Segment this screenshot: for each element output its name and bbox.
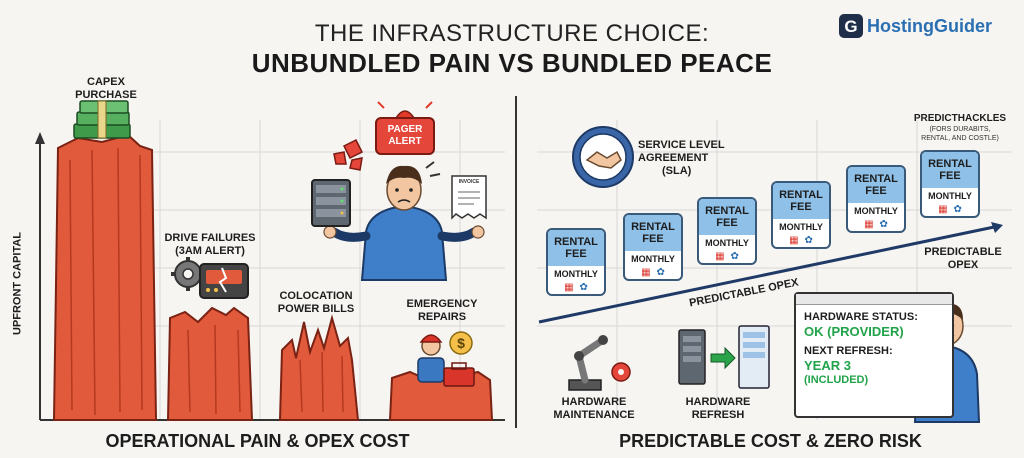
siren-icon (377, 101, 433, 119)
logo-mark-icon: G (839, 14, 863, 38)
status-monitor: HARDWARE STATUS: OK (PROVIDER) NEXT REFR… (794, 292, 954, 418)
broken-drive-icon (199, 263, 249, 299)
title-line-2: UNBUNDLED PAIN VS BUNDLED PEACE (251, 48, 773, 78)
y-axis-arrowhead (35, 132, 45, 144)
drive-failures-label: DRIVE FAILURES(3AM ALERT) (164, 232, 256, 257)
calendar-icon: ▦ (564, 282, 574, 293)
invoice-label: INVOICE (458, 179, 480, 185)
repair-worker-icon (417, 334, 445, 383)
power-bills-spikes (278, 314, 360, 421)
left-footer: OPERATIONAL PAIN & OPEX COST (105, 431, 410, 451)
old-server-icon (678, 329, 706, 385)
hardware-status-value: OK (PROVIDER) (804, 324, 904, 339)
broken-pager-icon (333, 138, 364, 171)
toolbox-icon (443, 362, 475, 387)
next-refresh-included: (INCLUDED) (804, 374, 869, 386)
next-refresh-label: NEXT REFRESH: (804, 345, 893, 357)
invoice-icon (451, 175, 487, 220)
svg-text:G: G (844, 17, 857, 36)
money-stack-icon (73, 100, 131, 139)
title-line-1: THE INFRASTRUCTURE CHOICE: (314, 20, 710, 47)
gear-icon: ✿ (953, 204, 962, 215)
svg-text:$: $ (457, 335, 465, 351)
gear-icon (171, 257, 205, 291)
gear-icon: ✿ (579, 282, 588, 293)
panel-divider (515, 96, 517, 428)
pager-alert-box (375, 117, 435, 155)
predictable-opex-arrow (538, 222, 1003, 324)
calendar-icon: ▦ (938, 204, 948, 215)
server-rack-icon (311, 179, 351, 227)
gear-icon: ✿ (730, 251, 739, 262)
calendar-icon: ▦ (641, 267, 651, 278)
hardware-status-label: HARDWARE STATUS: (804, 311, 918, 323)
logo: G HostingGuider (838, 13, 992, 39)
stressed-engineer-icon (323, 165, 485, 281)
drive-failure-block (166, 306, 254, 421)
robot-arm-icon (568, 335, 631, 391)
right-footer: PREDICTABLE COST & ZERO RISK (619, 431, 922, 451)
left-panel-graphics: $ (35, 100, 505, 421)
calendar-icon: ▦ (789, 235, 799, 246)
gear-icon: ✿ (879, 219, 888, 230)
calendar-icon: ▦ (864, 219, 874, 230)
gear-icon: ✿ (656, 267, 665, 278)
capex-cliff (52, 133, 158, 421)
calendar-icon: ▦ (715, 251, 725, 262)
logo-text: HostingGuider (867, 15, 992, 36)
monitor-titlebar (796, 294, 952, 305)
next-refresh-value: YEAR 3 (804, 358, 851, 373)
dollar-coin-icon: $ (449, 331, 473, 355)
predictable-top-label: PREDICTHACKLES (FORS DURABITS, RENTAL, A… (913, 113, 1007, 142)
refresh-arrow-icon (710, 346, 736, 370)
alarm-lines (425, 161, 441, 177)
gear-icon: ✿ (804, 235, 813, 246)
y-axis-label: UPFRONT CAPITAL (11, 231, 24, 336)
new-server-icon (738, 325, 770, 389)
handshake-seal-icon (572, 126, 634, 188)
